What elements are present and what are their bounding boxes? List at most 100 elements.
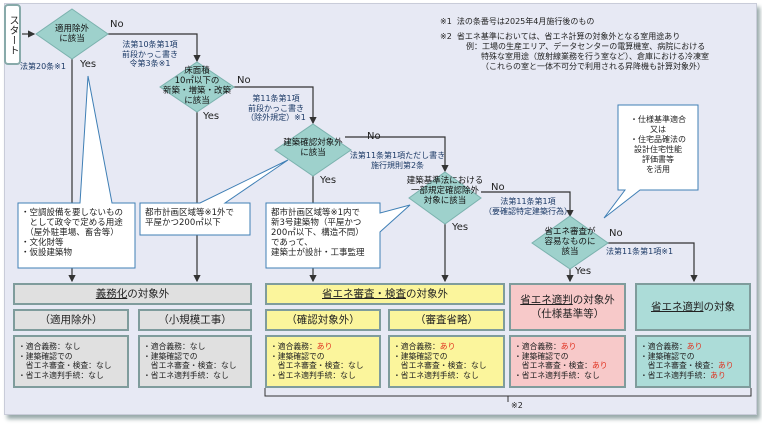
- text-line: を活用: [646, 165, 670, 174]
- callout-bubble-2: [139, 159, 289, 236]
- header-underlined: 義務化: [95, 288, 128, 300]
- value: なし: [95, 361, 112, 370]
- sub-header-review-omitted: （審査省略）: [388, 309, 505, 331]
- detail-box-2: ・適合義務：なし ・建築確認での 省エネ審査・検査：なし ・省エネ適判手続：なし: [138, 335, 252, 388]
- text: ・適合義務：: [270, 342, 317, 351]
- value: あり: [439, 342, 456, 351]
- yes-label: Yes: [203, 111, 220, 122]
- text: ・省エネ適判手続：: [514, 370, 585, 380]
- text-line: 一部規定確認除外: [410, 186, 479, 196]
- text-line: であって、: [271, 238, 313, 248]
- text-line: 10㎡以下の: [174, 76, 220, 86]
- footnote-mark: ※2: [440, 32, 452, 41]
- result-header-no-tekihan: 省エネ適判の対象外 （仕様基準等）: [509, 283, 626, 331]
- decision-diamond-1: [35, 8, 109, 60]
- footnote-text: 法の条番号は2025年4月施行後のもの: [456, 17, 595, 26]
- arrow-d3-no: [345, 136, 449, 173]
- result-header-not-mandatory: 義務化の対象外: [13, 283, 252, 305]
- footnote-text: （これらの室と一体不可分で利用される昇降機も計算対象外）: [481, 62, 705, 71]
- no-label: No: [237, 75, 251, 86]
- decision-diamond-2: [159, 61, 235, 113]
- arrow-d4-no: [481, 191, 574, 218]
- value: なし: [220, 361, 237, 370]
- text-line: 都市計画区域等※1外で: [145, 208, 235, 218]
- text: ・省エネ適判手続：: [640, 370, 711, 380]
- text: ・適合義務：: [18, 342, 65, 351]
- callout-2-text: 都市計画区域等※1外で 平屋かつ200㎡以下: [145, 208, 234, 228]
- value: なし: [213, 370, 229, 380]
- value: あり: [710, 370, 726, 380]
- value: なし: [64, 342, 81, 351]
- detail-box-4: ・適合義務：あり ・建築確認での 省エネ審査・検査：なし ・省エネ適判手続：なし: [388, 335, 505, 388]
- text-line: 200㎡以下、構造不問）: [271, 228, 364, 238]
- text: 省エネ審査・検査：: [393, 361, 471, 370]
- header-underlined: 省エネ適判: [651, 301, 704, 313]
- text: ・省エネ適判手続：: [18, 370, 89, 380]
- text-line: ・仕様基準適合: [630, 115, 686, 124]
- arrow-d5-no: [607, 242, 698, 283]
- law-reference: 法第11条第1項 （要確認特定建築行為）: [478, 197, 578, 216]
- text-line: 建築士が設計・工事監理: [271, 248, 365, 258]
- sub-header-small-work: （小規模工事）: [138, 309, 252, 331]
- yes-label: Yes: [320, 175, 337, 186]
- decision-2-text: 床面積 10㎡以下の 新築・増築・改築 に該当: [152, 66, 242, 106]
- value: あり: [591, 361, 608, 370]
- text-line: 建築確認対象外: [283, 138, 343, 148]
- text-line: ・文化財等: [21, 238, 64, 248]
- decision-diamond-5: [531, 215, 609, 270]
- start-box: スタート: [4, 4, 21, 65]
- text-line: 施行規則第2条: [370, 160, 425, 170]
- text: ・建築確認での: [18, 351, 73, 361]
- text-line: 適用除外: [54, 24, 89, 34]
- text: 省エネ審査・検査：: [270, 361, 348, 370]
- start-label: スタート: [7, 14, 18, 55]
- text-line: 新3号建築物（平屋かつ: [271, 218, 362, 228]
- bracket: [264, 388, 752, 397]
- no-label: No: [491, 182, 505, 193]
- text-line: 前段かっこ書き: [122, 49, 178, 59]
- no-label: No: [609, 228, 623, 239]
- text-line: 対象に該当: [423, 196, 467, 206]
- footnote-1: ※1 法の条番号は2025年4月施行後のもの: [440, 17, 594, 27]
- no-label: No: [110, 19, 124, 30]
- text: ・建築確認での: [640, 351, 695, 361]
- result-header-no-review: 省エネ審査・検査の対象外: [265, 283, 505, 305]
- text-line: として政令で定める用途: [21, 218, 123, 228]
- callout-bubble-3: [265, 202, 411, 269]
- value: あり: [560, 342, 577, 351]
- text-line: （除外規定）※1: [246, 113, 306, 122]
- footnote-text: 省エネ基準においては、省エネ計算の対象外となる室用途あり: [456, 32, 681, 41]
- text-line: 設計住宅性能: [634, 145, 682, 154]
- value: あり: [717, 361, 734, 370]
- value: あり: [316, 342, 333, 351]
- value: なし: [470, 361, 487, 370]
- no-label: No: [367, 131, 381, 142]
- text-line: 令第3条※1: [129, 59, 171, 68]
- decision-5-text: 省エネ審査が 容易なものに 該当: [525, 227, 615, 257]
- text: 省エネ審査・検査：: [640, 361, 718, 370]
- decision-4-text: 建築基準法における 一部規定確認除外 対象に該当: [400, 176, 490, 206]
- text: ・建築確認での: [143, 351, 198, 361]
- yes-label: Yes: [452, 222, 469, 233]
- value: なし: [189, 342, 206, 351]
- header-rest: の対象外: [406, 288, 448, 300]
- text-line: 床面積: [184, 66, 210, 76]
- text-line: 容易なものに: [544, 237, 596, 247]
- value: なし: [347, 361, 364, 370]
- callout-1-text: ・空調設備を要しないもの として政令で定める用途 （屋外駐車場、畜舎等） ・文化…: [21, 208, 123, 258]
- text: ・適合義務：: [514, 342, 561, 351]
- value: なし: [340, 370, 356, 380]
- header-underlined: 省エネ審査・検査: [322, 288, 406, 300]
- text-line: ・仮設建築物: [21, 248, 73, 258]
- law-reference: 法第10条第1項 前段かっこ書き 令第3条※1: [112, 40, 188, 69]
- sub-header-no-confirmation: （確認対象外）: [265, 309, 381, 331]
- callout-bubble-1: [17, 75, 136, 269]
- decision-diamond-3: [274, 123, 352, 177]
- detail-box-5: ・適合義務：あり ・建築確認での 省エネ審査・検査：あり ・省エネ適判手続：なし: [509, 335, 626, 388]
- text-line: に該当: [59, 34, 85, 44]
- footnote-mark: ※1: [440, 17, 452, 26]
- header-rest: の対象: [703, 301, 736, 313]
- yes-label: Yes: [575, 266, 592, 277]
- yes-label: Yes: [80, 59, 97, 70]
